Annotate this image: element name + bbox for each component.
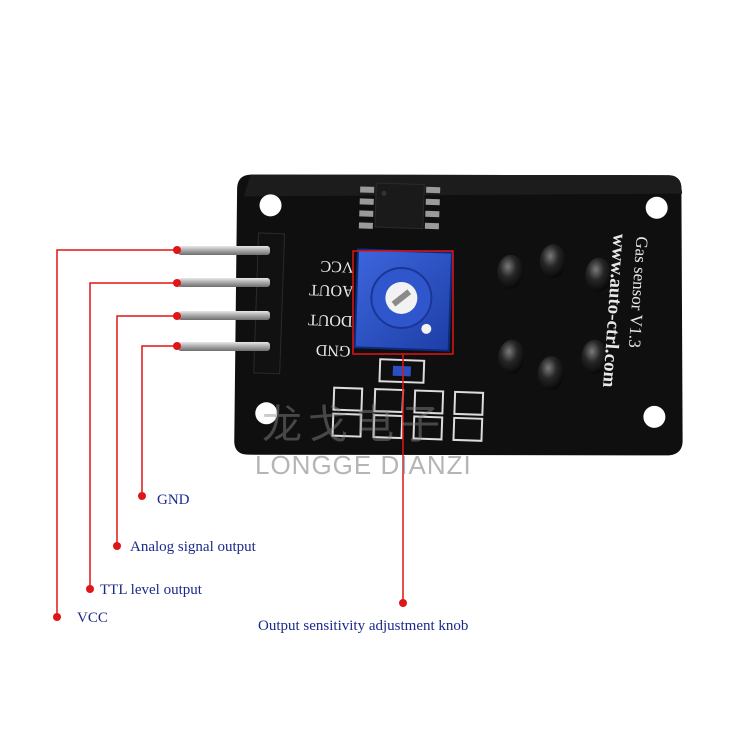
mounting-hole xyxy=(259,194,282,217)
pin-label-gnd: GND xyxy=(316,341,351,359)
led-indicator xyxy=(378,358,426,384)
pin-aout xyxy=(178,278,270,287)
sensor-pins xyxy=(497,244,612,391)
pcb-board: Gas sensor V1.3 www.auto-ctrl.com VCC AO… xyxy=(234,174,683,456)
pin-header xyxy=(253,232,286,375)
callout-gnd: GND xyxy=(157,492,190,508)
watermark-chinese: 龙戈电子 xyxy=(262,403,446,447)
mounting-hole xyxy=(255,402,278,425)
callout-analog: Analog signal output xyxy=(130,539,256,555)
ic-chip xyxy=(358,182,441,230)
potentiometer-knob[interactable] xyxy=(353,248,454,352)
leader-ttl xyxy=(89,282,176,589)
leader-dots xyxy=(53,246,407,621)
pin-dout xyxy=(178,311,270,320)
leader-vcc xyxy=(56,249,176,617)
leader-analog xyxy=(116,315,176,546)
watermark-english: LONGGE DIANZI xyxy=(255,450,472,480)
callout-knob: Output sensitivity adjustment knob xyxy=(258,618,469,634)
pin-label-dout: DOUT xyxy=(308,311,353,330)
pin-vcc xyxy=(178,246,270,255)
pin-label-vcc: VCC xyxy=(320,257,353,275)
leader-gnd xyxy=(141,345,176,496)
mounting-hole xyxy=(645,196,668,219)
callout-vcc: VCC xyxy=(77,610,108,626)
leader-lines xyxy=(56,249,454,617)
pin-label-aout: AOUT xyxy=(309,281,354,300)
smd-pads xyxy=(331,386,485,442)
pcb-body xyxy=(234,174,683,456)
pin-gnd xyxy=(178,342,270,351)
mounting-hole xyxy=(643,405,666,428)
callout-ttl: TTL level output xyxy=(100,582,202,598)
header-pins xyxy=(178,246,270,351)
